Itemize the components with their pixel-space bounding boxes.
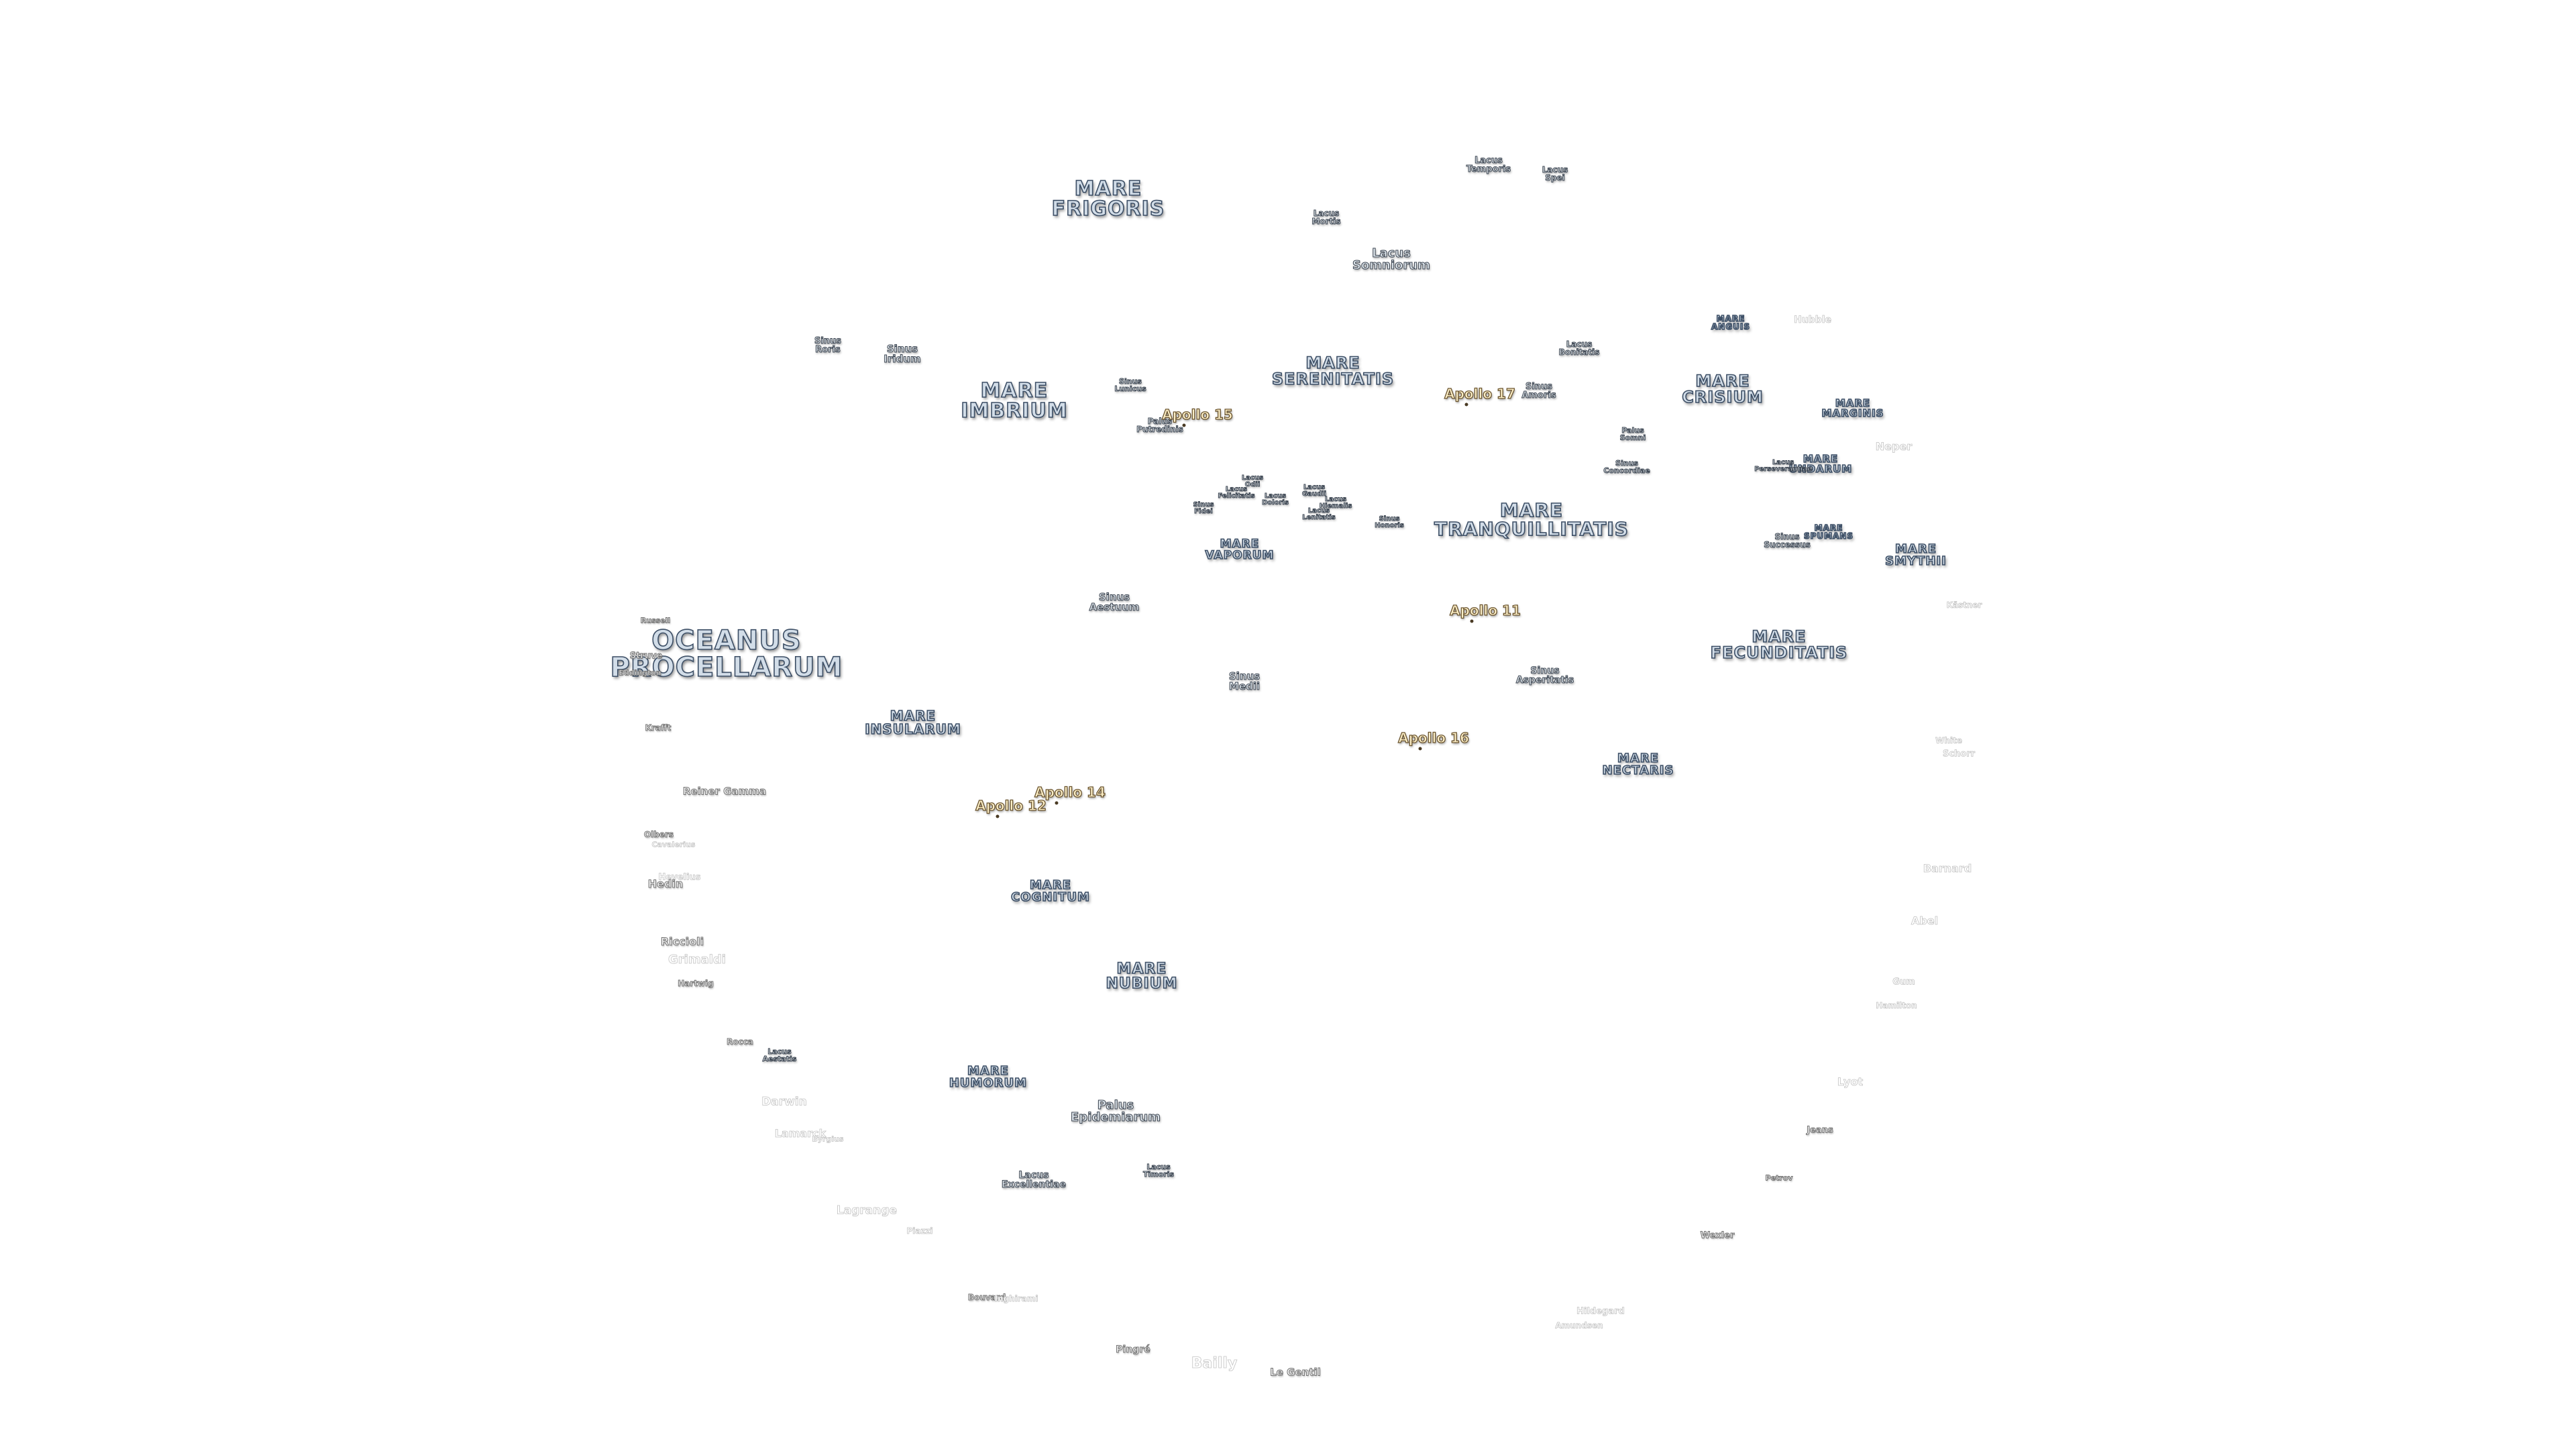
sinus-amoris-label: Sinus Amoris <box>1521 382 1556 400</box>
eddington-label: Eddington <box>619 668 661 678</box>
lagrange-label: Lagrange <box>836 1203 898 1218</box>
bouvard-label: Bouvard <box>967 1293 1006 1302</box>
lacus-perseverantiae-label: Lacus Perseverantiae <box>1754 459 1813 473</box>
lacus-lenitatis-label: Lacus Lenitatis <box>1302 507 1336 521</box>
hubble-label: Hubble <box>1793 315 1832 325</box>
apollo-17-landing-site-marker <box>1464 402 1468 407</box>
lacus-doloris-label: Lacus Doloris <box>1262 492 1289 506</box>
amundsen-label: Amundsen <box>1555 1321 1603 1330</box>
hevelius-label: Hevelius <box>658 872 701 883</box>
sinus-roris-label: Sinus Roris <box>814 336 842 355</box>
jeans-label: Jeans <box>1807 1125 1833 1136</box>
schorr-label: Schorr <box>1942 749 1976 759</box>
sinus-honoris-label: Sinus Honoris <box>1375 515 1405 529</box>
inghirami-label: Inghirami <box>994 1294 1038 1303</box>
olbers-label: Olbers <box>643 830 674 839</box>
mare-nubium-label: MARE NUBIUM <box>1106 961 1178 992</box>
bailly-label: Bailly <box>1191 1355 1238 1372</box>
mare-smythii-label: MARE SMYTHII <box>1884 542 1947 568</box>
apollo-14-landing-label: Apollo 14 <box>1034 784 1106 800</box>
hildegard-label: Hildegard <box>1576 1306 1625 1317</box>
mare-spumans-label: MARE SPUMANS <box>1803 523 1854 541</box>
hartwig-label: Hartwig <box>678 979 714 988</box>
sinus-asperitatis-label: Sinus Asperitatis <box>1515 665 1574 686</box>
lacus-hiemalis-label: Lacus Hiemalis <box>1319 496 1352 510</box>
lacus-mortis-label: Lacus Mortis <box>1311 209 1341 226</box>
sinus-fidei-label: Sinus Fidei <box>1193 501 1214 515</box>
mare-undarum-label: MARE UNDARUM <box>1788 453 1853 475</box>
hamilton-label: Hamilton <box>1876 1001 1917 1010</box>
lacus-bonitatis-label: Lacus Bonitatis <box>1558 339 1600 357</box>
piazzi-label: Piazzi <box>906 1226 933 1236</box>
lacus-spei-label: Lacus Spei <box>1542 165 1568 182</box>
mare-crisium-label: MARE CRISIUM <box>1681 372 1764 407</box>
lamarck-label: Lamarck <box>774 1127 826 1140</box>
apollo-16-landing-site-marker <box>1418 747 1422 751</box>
le-gentil-label: Le Gentil <box>1270 1366 1322 1379</box>
apollo-16-landing-label: Apollo 16 <box>1397 730 1469 746</box>
sinus-aestuum-label: Sinus Aestuum <box>1089 591 1140 613</box>
mare-insularum-label: MARE INSULARUM <box>864 708 961 737</box>
apollo-11-landing-label: Apollo 11 <box>1449 602 1521 619</box>
mare-marginis-label: MARE MARGINIS <box>1821 397 1884 419</box>
wexler-label: Wexler <box>1700 1230 1735 1241</box>
mare-nectaris-label: MARE NECTARIS <box>1602 751 1674 777</box>
sinus-medii-label: Sinus Medii <box>1228 670 1260 692</box>
byrgius-label: Byrgius <box>812 1134 844 1144</box>
lacus-temporis-label: Lacus Temporis <box>1466 156 1511 174</box>
mare-imbrium-label: MARE IMBRIUM <box>961 379 1068 423</box>
rocca-label: Rocca <box>727 1037 754 1046</box>
lacus-aestatis-label: Lacus Aestatis <box>762 1047 797 1063</box>
lacus-excellentiae-label: Lacus Excellentiae <box>1002 1170 1067 1190</box>
apollo-12-landing-label: Apollo 12 <box>975 798 1046 814</box>
pingre-label: Pingré <box>1116 1344 1150 1355</box>
mare-serenitatis-label: MARE SERENITATIS <box>1271 354 1395 388</box>
gum-label: Gum <box>1892 977 1915 987</box>
lacus-odii-label: Lacus Odii <box>1241 474 1264 488</box>
palus-epidemiarum-label: Palus Epidemiarum <box>1071 1098 1161 1124</box>
sinus-successus-label: Sinus Successus <box>1764 532 1811 549</box>
mare-cognitum-label: MARE COGNITUM <box>1010 878 1090 904</box>
mare-tranquillitatis-label: MARE TRANQUILLITATIS <box>1434 499 1629 540</box>
apollo-15-landing-label: Apollo 15 <box>1161 407 1233 423</box>
lacus-felicitatis-label: Lacus Felicitatis <box>1218 486 1255 500</box>
hedin-label: Hedin <box>647 877 684 890</box>
apollo-17-landing-label: Apollo 17 <box>1444 386 1515 402</box>
lacus-gaudii-label: Lacus Gaudii <box>1301 484 1327 498</box>
lacus-timoris-label: Lacus Timoris <box>1142 1163 1175 1179</box>
lacus-somniorum-label: Lacus Somniorum <box>1352 246 1431 272</box>
lyot-label: Lyot <box>1837 1075 1864 1088</box>
reiner-gamma-label: Reiner Gamma <box>682 785 767 798</box>
russell-label: Russell <box>640 616 671 625</box>
apollo-15-landing-site-marker <box>1182 423 1186 427</box>
sinus-iridum-label: Sinus Iridum <box>883 343 921 365</box>
mare-fecunditatis-label: MARE FECUNDITATIS <box>1710 627 1848 662</box>
mare-vaporum-label: MARE VAPORUM <box>1205 537 1275 562</box>
mare-anguis-label: MARE ANGUIS <box>1711 314 1751 331</box>
struve-label: Struve <box>629 651 663 661</box>
mare-frigoris-label: MARE FRIGORIS <box>1051 177 1165 221</box>
riccioli-label: Riccioli <box>660 935 704 948</box>
apollo-11-landing-site-marker <box>1470 619 1474 623</box>
darwin-label: Darwin <box>761 1095 807 1109</box>
palus-somni-label: Palus Somni <box>1619 426 1646 442</box>
krafft-label: Krafft <box>645 723 672 733</box>
sinus-lunicus-label: Sinus Lunicus <box>1114 377 1146 393</box>
white-label: White <box>1935 736 1963 745</box>
palus-putredinis-label: Palus Putredinis <box>1136 417 1184 434</box>
barnard-label: Barnard <box>1923 862 1972 875</box>
kastner-label: Kästner <box>1946 600 1982 610</box>
cavalerius-label: Cavalerius <box>651 840 696 849</box>
abel-label: Abel <box>1911 914 1939 927</box>
grimaldi-label: Grimaldi <box>668 953 727 967</box>
oceanus-procellarum-label: OCEANUS PROCELLARUM <box>610 625 843 683</box>
mare-humorum-label: MARE HUMORUM <box>949 1064 1028 1090</box>
apollo-14-landing-site-marker <box>1055 801 1059 805</box>
neper-label: Neper <box>1875 440 1913 453</box>
apollo-12-landing-site-marker <box>996 814 1000 818</box>
sinus-concordiae-label: Sinus Concordiae <box>1603 459 1650 475</box>
petrov-label: Petrov <box>1765 1173 1793 1183</box>
